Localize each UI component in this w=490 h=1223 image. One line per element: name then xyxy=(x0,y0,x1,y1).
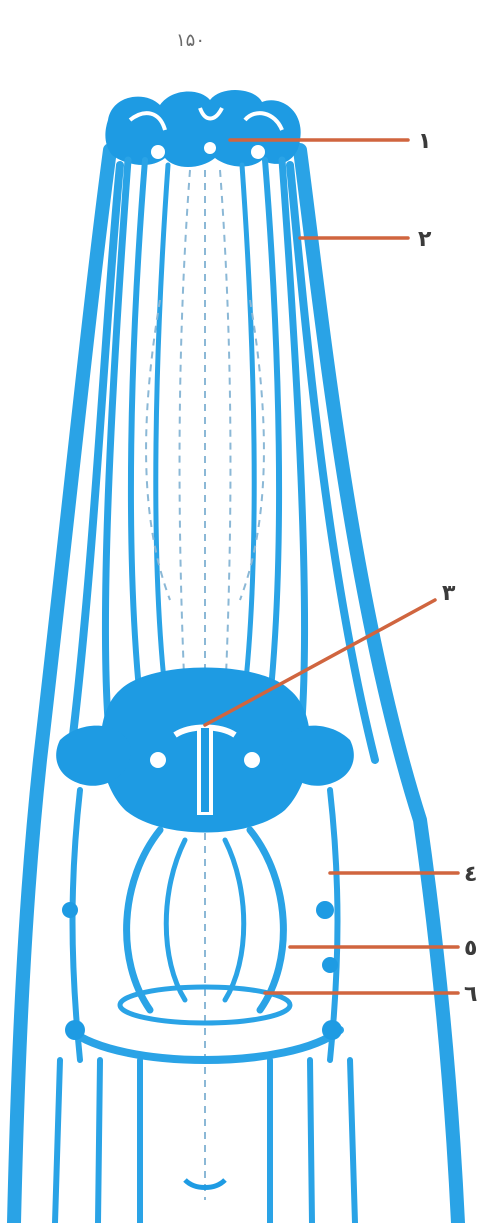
label-5: ٥ xyxy=(464,936,477,961)
label-1: ۱ xyxy=(418,129,431,154)
nerve-ring xyxy=(56,668,354,833)
label-2: ۲ xyxy=(418,227,432,252)
figure-title: ۱۵۰ xyxy=(176,30,205,51)
leader-3 xyxy=(205,600,435,725)
label-6: ٦ xyxy=(464,982,477,1007)
label-4: ٤ xyxy=(464,862,477,887)
head-lips xyxy=(105,90,300,167)
longitudinal-lines xyxy=(105,160,304,720)
label-3: ۳ xyxy=(442,581,456,606)
